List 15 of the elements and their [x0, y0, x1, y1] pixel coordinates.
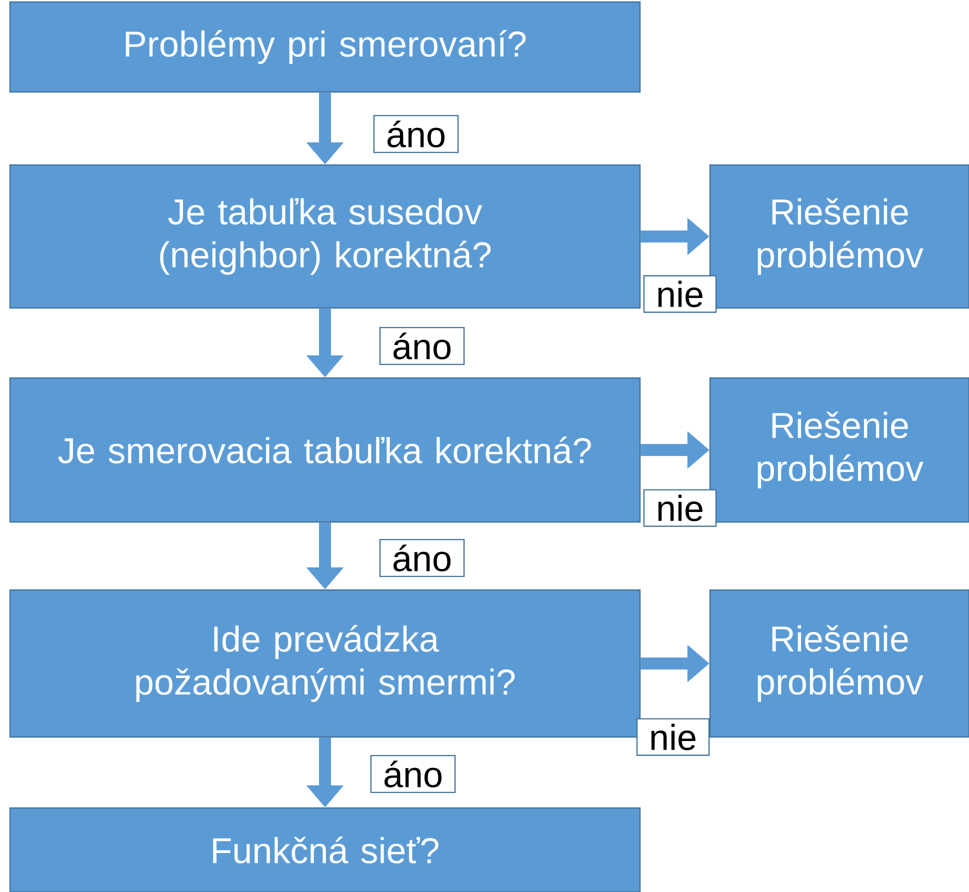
edge-label: nie — [636, 718, 710, 756]
edge-label: áno — [373, 114, 459, 154]
solution-box: Riešenie problémov — [709, 164, 969, 309]
edge-label: áno — [370, 754, 456, 794]
process-box: Je smerovacia tabuľka korektná? — [9, 377, 641, 523]
process-box: Problémy pri smerovaní? — [9, 1, 641, 93]
process-box: Je tabuľka susedov (neighbor) korektná? — [9, 164, 641, 309]
edge-label: áno — [379, 326, 465, 366]
solution-box: Riešenie problémov — [709, 377, 969, 523]
solution-box: Riešenie problémov — [709, 589, 969, 738]
process-box: Funkčná sieť? — [9, 807, 641, 892]
process-box: Ide prevádzka požadovanými smermi? — [9, 589, 641, 738]
edge-label: nie — [643, 275, 717, 313]
edge-label: nie — [643, 489, 717, 527]
edge-label: áno — [379, 538, 465, 578]
